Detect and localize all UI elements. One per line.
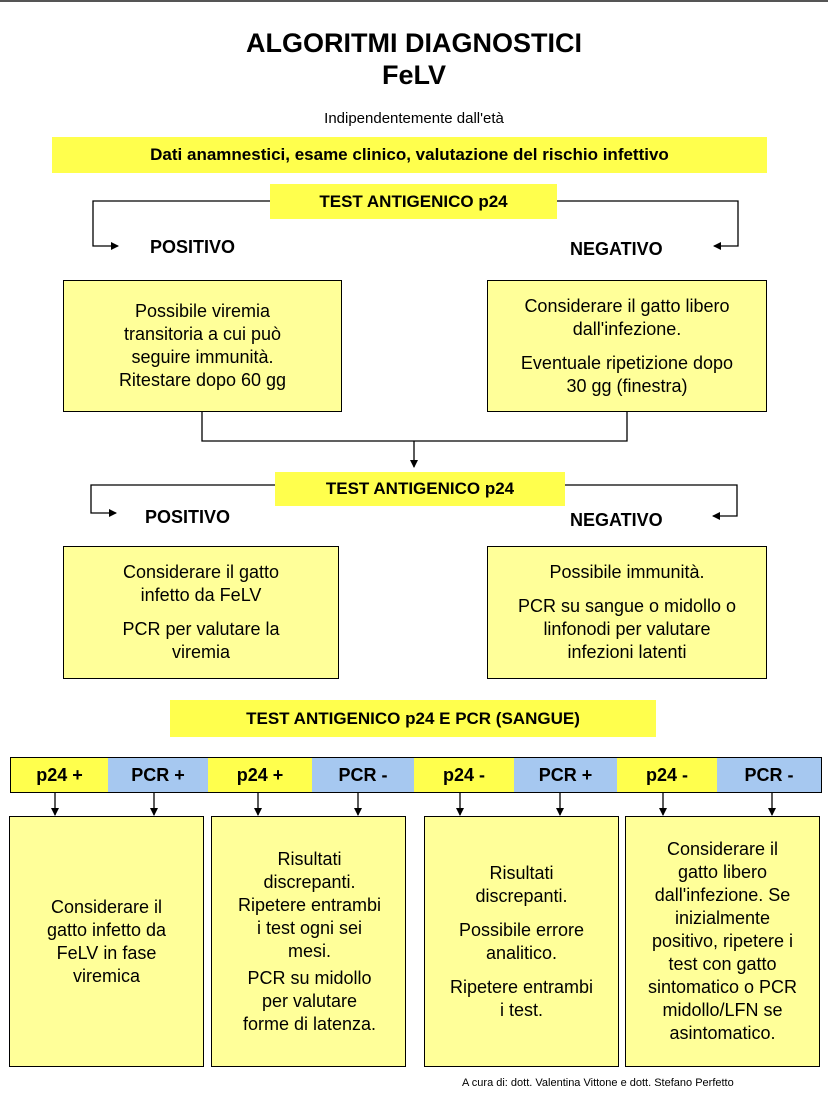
page-title-felv: FeLV	[381, 60, 446, 90]
step3-test-label: TEST ANTIGENICO p24 E PCR (SANGUE)	[170, 700, 656, 737]
step2-positive-box: Considerare il gatto infetto da FeLV PCR…	[63, 546, 339, 679]
result-box-p24pos-pcrpos: Considerare il gatto infetto da FeLV in …	[9, 816, 204, 1067]
result-box-p24neg-pcrpos: Risultati discrepanti. Possibile errore …	[424, 816, 619, 1067]
result-box-p24neg-pcrneg: Considerare il gatto libero dall'infezio…	[625, 816, 820, 1067]
step1-test-label: TEST ANTIGENICO p24	[270, 184, 557, 219]
step1-negative-label: NEGATIVO	[570, 239, 663, 259]
page-subtitle: Indipendentemente dall'età	[324, 110, 504, 127]
step2-test-label: TEST ANTIGENICO p24	[275, 472, 565, 506]
cell-pcr-negative-1: PCR -	[312, 757, 414, 793]
step1-positive-label: POSITIVO	[150, 237, 236, 257]
result-box-p24pos-pcrneg: Risultati discrepanti. Ripetere entrambi…	[211, 816, 406, 1067]
cell-pcr-negative-2: PCR -	[717, 757, 822, 793]
credit-line: A cura di: dott. Valentina Vittone e dot…	[462, 1077, 734, 1089]
step2-negative-box: Possibile immunità. PCR su sangue o mido…	[487, 546, 767, 679]
anamnesis-banner: Dati anamnestici, esame clinico, valutaz…	[52, 137, 767, 173]
step1-positive-box: Possibile viremia transitoria a cui può …	[63, 280, 342, 412]
step1-negative-box: Considerare il gatto libero dall'infezio…	[487, 280, 767, 412]
step2-negative-label: NEGATIVO	[570, 510, 663, 530]
cell-p24-negative-2: p24 -	[617, 757, 717, 793]
cell-pcr-positive-1: PCR +	[108, 757, 208, 793]
cell-pcr-positive-2: PCR +	[514, 757, 617, 793]
cell-p24-negative-1: p24 -	[414, 757, 514, 793]
cell-p24-positive-1: p24 +	[10, 757, 108, 793]
top-border	[0, 0, 828, 2]
cell-p24-positive-2: p24 +	[208, 757, 312, 793]
step2-positive-label: POSITIVO	[145, 507, 231, 527]
page-title: ALGORITMI DIAGNOSTICI	[246, 28, 582, 58]
